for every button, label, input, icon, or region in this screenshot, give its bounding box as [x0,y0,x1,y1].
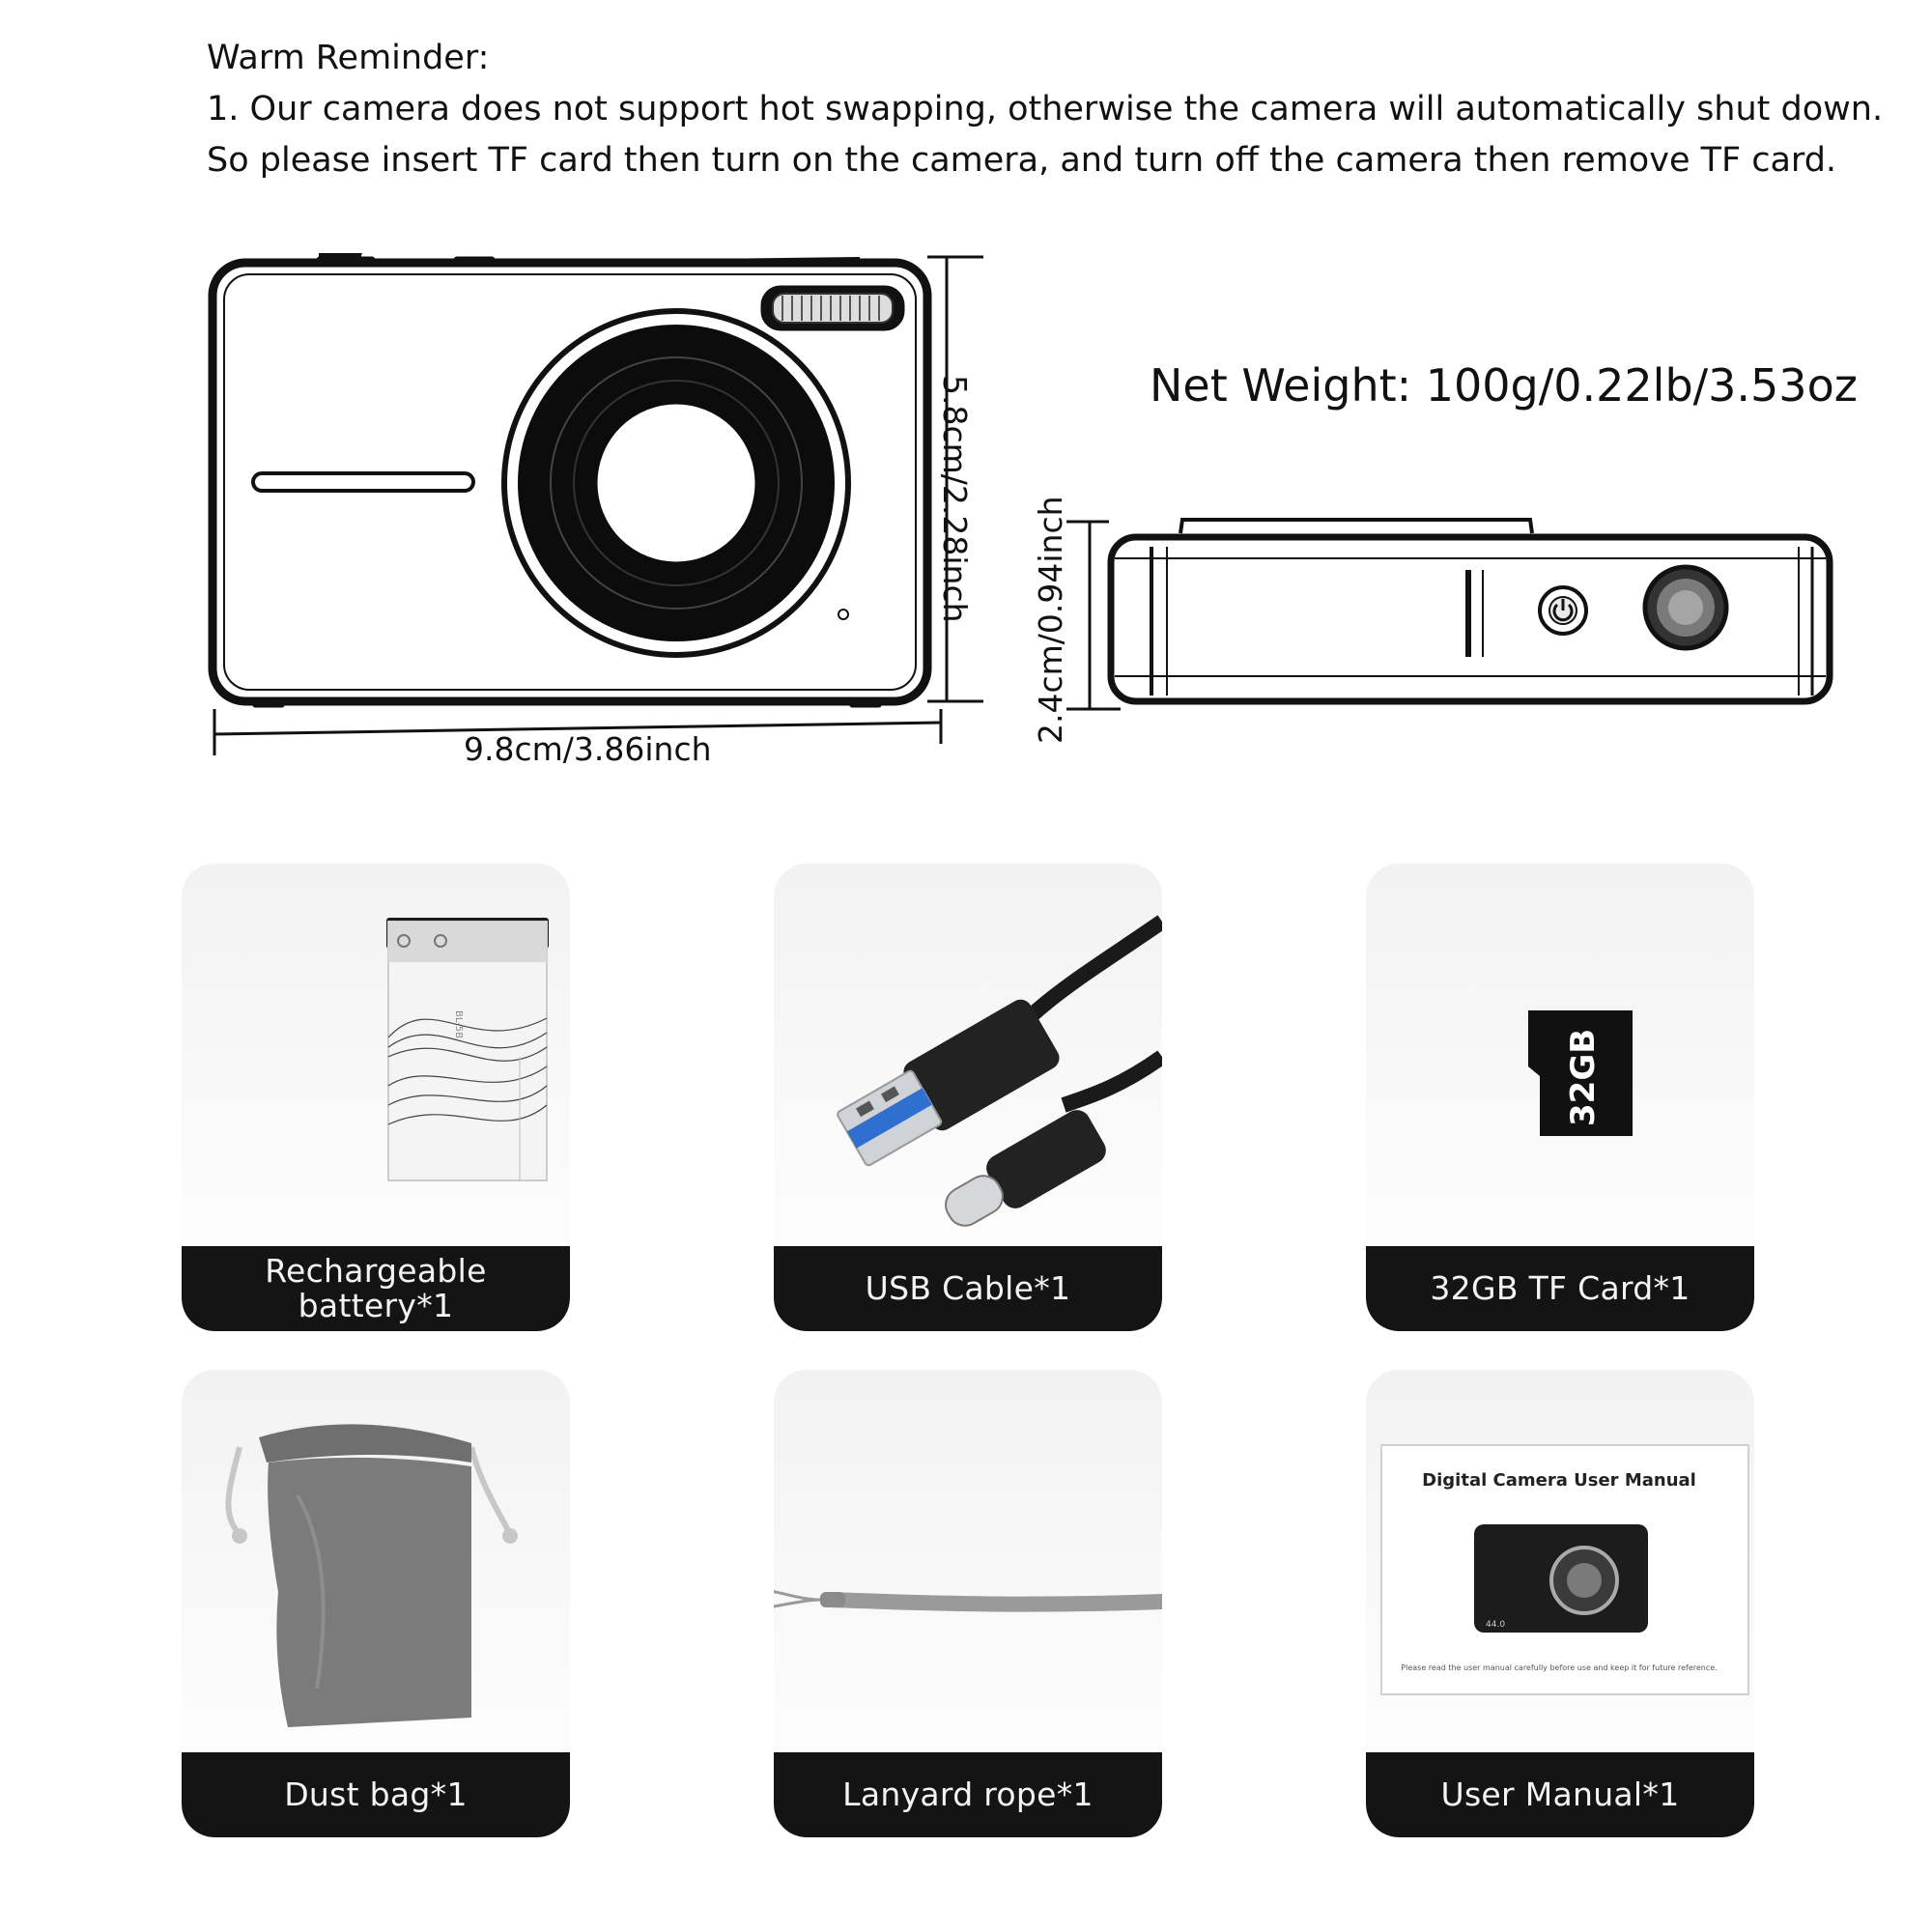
accessory-card-tf-card: 32GB 32GB TF Card*1 [1366,864,1754,1331]
manual-camera-text: 44.0 [1486,1620,1505,1630]
accessory-label: 32GB TF Card*1 [1366,1246,1754,1331]
width-dimension-line [213,709,943,755]
accessory-label: Lanyard rope*1 [774,1752,1162,1837]
reminder-heading: Warm Reminder: [207,39,490,77]
accessory-label: User Manual*1 [1366,1752,1754,1837]
battery-icon: BL-5B [386,918,549,1181]
tf-card-capacity-text: 32GB [1564,1029,1603,1126]
reminder-line-1: 1. Our camera does not support hot swapp… [207,90,1884,128]
warm-reminder: Warm Reminder: 1. Our camera does not su… [207,33,1907,186]
accessory-card-dust-bag: Dust bag*1 [182,1370,570,1837]
accessory-card-battery: BL-5B Rechargeable battery*1 [182,864,570,1331]
usb-cable-icon [837,915,1162,1227]
tf-card-icon: 32GB [1528,1010,1633,1136]
camera-top-drawing [1107,518,1833,705]
accessory-card-lanyard: Lanyard rope*1 [774,1370,1162,1837]
width-label: 9.8cm/3.86inch [464,730,712,768]
accessory-card-usb-cable: USB Cable*1 [774,864,1162,1331]
depth-label: 2.4cm/0.94inch [1032,496,1069,744]
camera-front-drawing [208,253,932,708]
dust-bag-icon [225,1424,518,1727]
height-label: 5.8cm/2.28inch [936,375,974,623]
net-weight: Net Weight: 100g/0.22lb/3.53oz [1150,359,1858,412]
manual-icon: Digital Camera User Manual 44.0 Please r… [1380,1444,1749,1695]
accessory-card-user-manual: Digital Camera User Manual 44.0 Please r… [1366,1370,1754,1837]
manual-note: Please read the user manual carefully be… [1401,1663,1717,1672]
camera-dimension-diagram [208,253,1833,755]
height-dimension-line [927,255,983,703]
depth-dimension-line [1066,520,1121,711]
accessory-label: Rechargeable battery*1 [182,1246,570,1331]
lanyard-icon [774,1590,1162,1612]
accessory-label: USB Cable*1 [774,1246,1162,1331]
accessory-label: Dust bag*1 [182,1752,570,1837]
reminder-line-2: So please insert TF card then turn on th… [207,141,1837,180]
manual-title: Digital Camera User Manual [1422,1470,1696,1491]
